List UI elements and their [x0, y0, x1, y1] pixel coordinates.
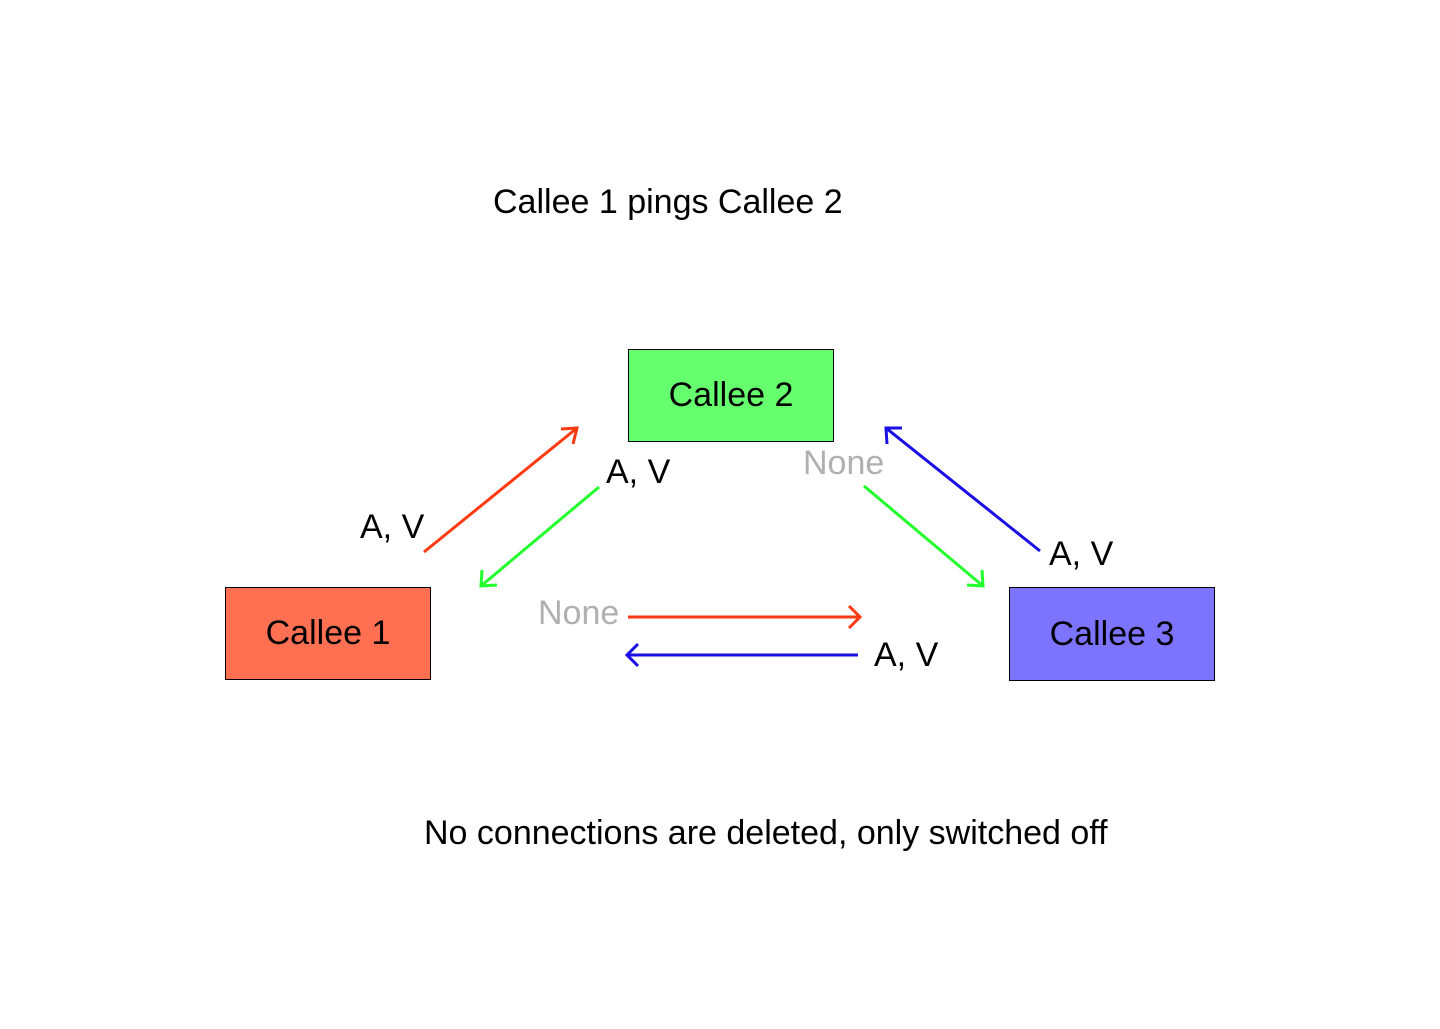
callee-1-label: Callee 1: [265, 614, 391, 652]
arrow-c3-to-c1: [624, 642, 858, 668]
edge-label-c1-to-c3: None: [538, 594, 620, 632]
arrow-c1-to-c3: [628, 604, 863, 630]
edge-label-c2-to-c1: A, V: [606, 453, 671, 491]
callee-1-node: Callee 1: [225, 587, 431, 680]
arrow-c2-to-c1: [479, 485, 600, 588]
arrow-c1-to-c2: [423, 426, 579, 554]
arrow-c3-to-c2: [884, 426, 1041, 553]
diagram-title: Callee 1 pings Callee 2: [493, 183, 843, 221]
edge-label-c3-to-c1: A, V: [874, 636, 939, 674]
edge-label-c1-to-c2: A, V: [360, 508, 425, 546]
edge-label-c3-to-c2: A, V: [1049, 535, 1114, 573]
callee-2-node: Callee 2: [628, 349, 834, 442]
callee-3-node: Callee 3: [1009, 587, 1215, 681]
callee-2-label: Callee 2: [668, 376, 794, 414]
callee-3-label: Callee 3: [1049, 614, 1175, 653]
arrow-c2-to-c3: [863, 484, 985, 588]
edge-label-c2-to-c3: None: [803, 444, 885, 482]
diagram-footer-note: No connections are deleted, only switche…: [424, 814, 1108, 852]
